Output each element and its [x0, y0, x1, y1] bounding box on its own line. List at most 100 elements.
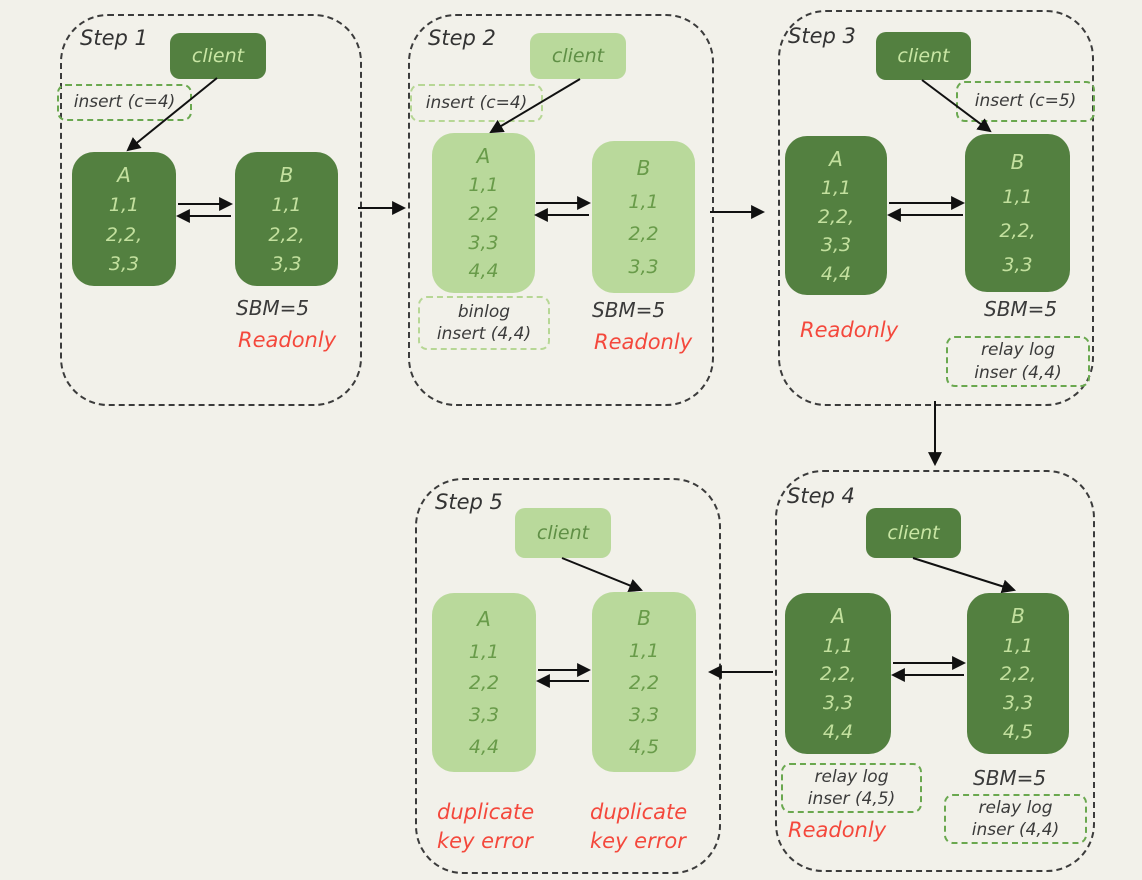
step-2-node-b: B 1,1 2,2 3,3 — [592, 141, 695, 293]
node-row: 2,2 — [468, 672, 500, 695]
step-4-node-a: A 1,1 2,2, 3,3 4,4 — [785, 593, 891, 754]
node-row: 2,2 — [628, 223, 659, 246]
node-row: 3,3 — [822, 692, 854, 715]
step-5-error-a-line2: key error — [437, 829, 533, 854]
node-row: 3,3 — [271, 252, 302, 275]
node-row: 2,2 — [468, 202, 499, 225]
node-row: 2,2, — [268, 223, 305, 246]
step-1-insert-note-text: insert (c=4) — [73, 92, 176, 113]
step-3-node-b: B 1,1 2,2, 3,3 — [965, 134, 1070, 292]
step-4-readonly-label: Readonly — [788, 818, 887, 842]
node-row: 4,4 — [822, 721, 854, 744]
step-3-relay-note-line1: relay log — [981, 340, 1055, 361]
step-5-client-box: client — [515, 508, 611, 558]
step-3-sbm-label: SBM=5 — [984, 297, 1058, 321]
node-row: 3,3 — [1002, 692, 1034, 715]
step-4-node-b-title: B — [1011, 603, 1025, 628]
step-1-label: Step 1 — [80, 26, 148, 50]
node-row: 4,4 — [468, 260, 499, 283]
step-4-client-box: client — [866, 508, 961, 558]
step-3-readonly-label: Readonly — [800, 318, 899, 342]
step-1-node-b: B 1,1 2,2, 3,3 — [235, 152, 338, 286]
step-5-error-a-label: duplicate key error — [437, 798, 534, 857]
step-3-label: Step 3 — [788, 24, 856, 48]
step-4-relay-note-a-line2: inser (4,5) — [807, 789, 896, 809]
node-row: 1,1 — [1002, 186, 1033, 208]
node-row: 1,1 — [468, 174, 499, 197]
step-4-relay-note-b-line1: relay log — [978, 797, 1053, 818]
step-3-container: Step 3 — [778, 10, 1094, 406]
step-1-readonly-label: Readonly — [238, 328, 337, 352]
step-4-relay-note-b: relay log inser (4,4) — [944, 794, 1087, 844]
step-1-client-box: client — [170, 33, 266, 79]
step-2-client-box: client — [530, 33, 626, 79]
step-3-insert-note-text: insert (c=5) — [974, 91, 1077, 112]
node-row: 4,5 — [628, 736, 660, 758]
step-4-relay-note-a-line1: relay log — [814, 766, 889, 787]
step-5-node-b-title: B — [637, 606, 651, 630]
step-2-label: Step 2 — [428, 26, 496, 50]
step-5-label: Step 5 — [435, 490, 503, 514]
step-2-node-b-title: B — [636, 155, 651, 180]
step-2-insert-note-text: insert (c=4) — [425, 92, 528, 113]
node-row: 3,3 — [468, 231, 499, 254]
node-row: 3,3 — [468, 704, 500, 727]
step-1-container: Step 1 — [60, 14, 362, 406]
step-2-container: Step 2 — [408, 14, 714, 406]
step-2-readonly-label: Readonly — [594, 330, 693, 354]
step-3-client-box: client — [876, 32, 971, 80]
step-5-node-a-title: A — [477, 606, 491, 631]
step-2-binlog-note-line2: insert (4,4) — [436, 324, 532, 344]
step-3-node-a: A 1,1 2,2, 3,3 4,4 — [785, 136, 887, 295]
step-3-node-b-title: B — [1010, 150, 1025, 174]
step-5-error-b-label: duplicate key error — [590, 798, 687, 857]
step-2-client-label: client — [551, 45, 605, 67]
node-row: 3,3 — [820, 234, 852, 256]
step-1-node-b-title: B — [279, 163, 294, 188]
step-4-relay-note-b-line2: inser (4,4) — [971, 820, 1060, 840]
step-4-relay-note-a: relay log inser (4,5) — [781, 763, 922, 813]
step-5-node-b: B 1,1 2,2 3,3 4,5 — [592, 592, 696, 772]
step-4-container: Step 4 — [775, 470, 1095, 872]
node-row: 3,3 — [1002, 254, 1033, 276]
node-row: 4,4 — [820, 262, 852, 285]
step-4-node-a-title: A — [831, 603, 845, 628]
step-2-binlog-note: binlog insert (4,4) — [418, 296, 550, 350]
node-row: 1,1 — [628, 190, 659, 213]
step-5-client-label: client — [536, 522, 590, 544]
node-row: 1,1 — [822, 634, 854, 657]
step-1-node-a: A 1,1 2,2, 3,3 — [72, 152, 176, 286]
step-3-insert-note: insert (c=5) — [956, 81, 1095, 122]
step-3-relay-note: relay log inser (4,4) — [946, 336, 1090, 387]
node-row: 2,2, — [817, 205, 855, 228]
step-3-client-label: client — [897, 45, 950, 67]
node-row: 2,2, — [819, 663, 857, 686]
node-row: 4,5 — [1002, 721, 1034, 744]
node-row: 2,2, — [999, 220, 1036, 242]
node-row: 3,3 — [628, 704, 660, 726]
step-3-node-a-title: A — [829, 146, 843, 171]
node-row: 1,1 — [468, 640, 500, 663]
node-row: 2,2 — [628, 672, 660, 694]
step-3-relay-note-line2: inser (4,4) — [974, 362, 1062, 383]
node-row: 3,3 — [108, 252, 140, 275]
step-2-binlog-note-line1: binlog — [457, 301, 511, 322]
node-row: 1,1 — [628, 640, 660, 662]
node-row: 2,2, — [999, 663, 1037, 686]
step-5-error-a-line1: duplicate — [437, 800, 535, 824]
step-5-error-b-line1: duplicate — [590, 800, 688, 824]
step-4-sbm-label: SBM=5 — [973, 766, 1047, 790]
step-5-node-a: A 1,1 2,2 3,3 4,4 — [432, 593, 536, 772]
node-row: 2,2, — [105, 223, 143, 246]
step-1-sbm-label: SBM=5 — [236, 296, 310, 320]
step-2-node-a: A 1,1 2,2 3,3 4,4 — [432, 133, 535, 293]
node-row: 4,4 — [468, 736, 500, 759]
node-row: 1,1 — [1002, 634, 1034, 657]
step-4-client-label: client — [887, 522, 940, 544]
step-4-node-b: B 1,1 2,2, 3,3 4,5 — [967, 593, 1069, 754]
step-2-node-a-title: A — [476, 143, 491, 168]
step-1-node-a-title: A — [117, 163, 131, 188]
step-1-insert-note: insert (c=4) — [57, 84, 192, 121]
step-1-client-label: client — [191, 45, 245, 67]
